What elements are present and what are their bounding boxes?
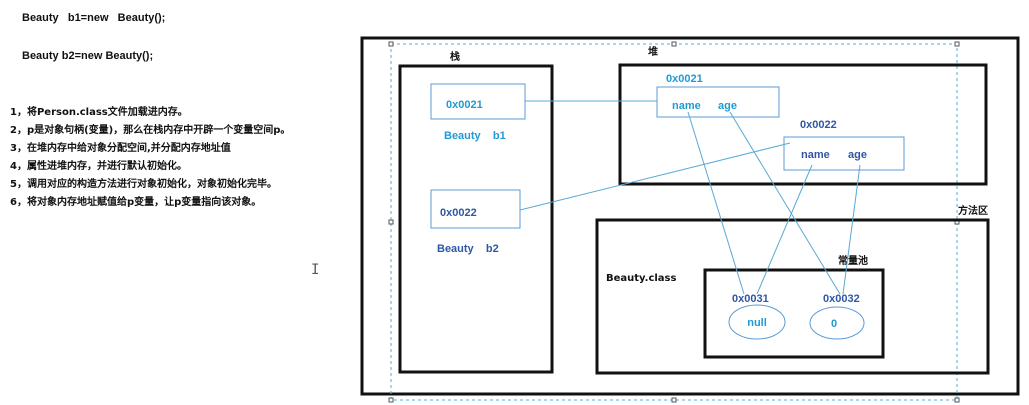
line-obj1-age-to-pool2 <box>729 111 841 295</box>
step-item: 4，属性进堆内存，并进行默认初始化。 <box>10 161 187 172</box>
heap-obj1-box[interactable] <box>656 86 780 118</box>
heap-obj1-field-name: name <box>672 100 701 112</box>
step-item: 2，p是对象句柄(变量)，那么在栈内存中开辟一个变量空间p。 <box>10 125 291 136</box>
const-pool-region <box>703 268 885 359</box>
heap-obj2-address: 0x0022 <box>800 119 837 131</box>
stack-b2-address: 0x0022 <box>440 207 477 219</box>
step-item: 3，在堆内存中给对象分配空间,并分配内存地址值 <box>10 143 231 154</box>
heap-obj2-field-name: name <box>801 149 830 161</box>
text-cursor-icon: I <box>311 262 320 278</box>
heap-region <box>618 63 988 186</box>
line-obj1-name-to-pool1 <box>687 111 745 295</box>
heap-obj1-field-age: age <box>718 100 737 112</box>
heap-obj2-box[interactable] <box>783 136 905 171</box>
stack-b1-address: 0x0021 <box>446 99 483 111</box>
selection-box[interactable] <box>390 43 958 401</box>
pool-item2-ellipse[interactable] <box>809 306 865 340</box>
reference-lines <box>519 100 861 295</box>
heap-obj2-field-age: age <box>848 149 867 161</box>
line-b2-to-obj2 <box>519 142 791 211</box>
pool-item1-ellipse[interactable] <box>728 304 786 340</box>
step-item: 5，调用对应的构造方法进行对象初始化，对象初始化完毕。 <box>10 179 277 190</box>
outer-frame <box>360 36 1020 396</box>
stack-region <box>398 64 554 374</box>
step-item: 6，将对象内存地址赋值给p变量，让p变量指向该对象。 <box>10 197 262 208</box>
stack-label: 栈 <box>450 50 460 63</box>
pool-item2-value: 0 <box>831 318 837 330</box>
heap-obj1-address: 0x0021 <box>666 73 703 85</box>
class-label: Beauty.class <box>606 273 677 284</box>
method-area-region <box>595 218 990 375</box>
pool-item1-address: 0x0031 <box>732 293 769 305</box>
stack-b2-box[interactable] <box>430 189 521 229</box>
code-line-b2: Beauty b2=new Beauty(); <box>22 50 154 62</box>
heap-label: 堆 <box>648 45 658 58</box>
line-obj2-age-to-pool2 <box>842 164 861 295</box>
stack-b1-name: Beauty b1 <box>444 130 506 142</box>
const-pool-label: 常量池 <box>838 254 868 267</box>
pool-item1-value: null <box>747 317 767 329</box>
pool-item2-address: 0x0032 <box>823 293 860 305</box>
method-area-label: 方法区 <box>958 204 988 217</box>
code-line-b1: Beauty b1=new Beauty(); <box>22 12 166 24</box>
steps-list: 1，将Person.class文件加载进内存。 2，p是对象句柄(变量)，那么在… <box>10 104 290 212</box>
line-obj2-name-to-pool1 <box>756 164 813 295</box>
step-item: 1，将Person.class文件加载进内存。 <box>10 107 188 118</box>
selection-handles[interactable] <box>388 41 960 403</box>
stack-b2-name: Beauty b2 <box>437 243 499 255</box>
